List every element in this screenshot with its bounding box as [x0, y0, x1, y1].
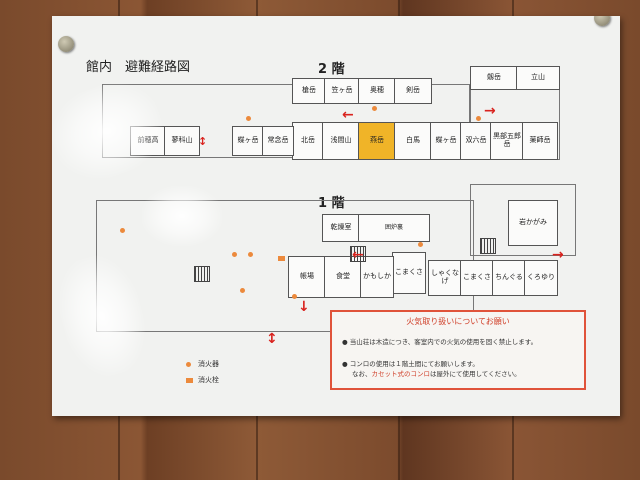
legend-label: 消火栓	[198, 376, 219, 384]
exit-arrow-icon: ↕	[198, 135, 208, 148]
fire-extinguisher-marker	[476, 116, 481, 121]
notice-line: なお、カセット式のコンロは屋外にて使用してください。	[352, 368, 521, 378]
floor1-east-wing	[470, 184, 576, 256]
room-1f: 帳場	[288, 256, 326, 298]
exit-arrow-icon: ←	[342, 107, 354, 123]
fire-extinguisher-marker	[372, 106, 377, 111]
push-pin-icon	[58, 36, 74, 52]
floor2-label: 2 階	[318, 62, 345, 77]
stairs-icon	[194, 266, 210, 282]
room-1f: かもしか	[360, 256, 394, 298]
push-pin-icon	[594, 16, 610, 26]
fire-extinguisher-marker	[418, 242, 423, 247]
room-2f: 北岳	[292, 122, 324, 160]
fire-extinguisher-marker	[248, 252, 253, 257]
fire-extinguisher-marker	[232, 252, 237, 257]
exit-arrow-icon: ↓	[298, 299, 310, 315]
room-1f: こまくさ	[460, 260, 494, 296]
room-2f: 白馬	[394, 122, 432, 160]
room-2f: 薬師岳	[522, 122, 558, 160]
fire-extinguisher-marker	[246, 116, 251, 121]
evacuation-map-sheet: 館内 避難経路図 2 階 槍岳 笠ヶ岳 奥穂 剣岳 北岳 浅間山 燕岳 白馬 蝶…	[52, 16, 620, 416]
notice-title: 火気取り扱いについてお願い	[406, 317, 510, 326]
room-2f: 剣岳	[394, 78, 432, 104]
room-2f: 立山	[516, 66, 560, 90]
room-1f: 乾燥室	[322, 214, 360, 242]
room-1f: 食堂	[324, 256, 362, 298]
exit-arrow-icon: ↕	[266, 331, 278, 347]
exit-arrow-icon: →	[484, 103, 496, 119]
notice-line: ● 当山荘は木造につき、客室内での火気の使用を固く禁止します。	[342, 338, 538, 346]
room-1f: 岩かがみ	[508, 200, 558, 246]
map-title: 館内 避難経路図	[86, 60, 191, 75]
stairs-icon	[480, 238, 496, 254]
notice-line: ● コンロの使用は１階土間にてお願いします。	[342, 360, 479, 368]
notice-text: なお、	[352, 370, 372, 378]
room-2f: 前穂高	[130, 126, 166, 156]
room-1f: 囲炉裏	[358, 214, 430, 242]
notice-text: は屋外にて使用してください。	[430, 370, 521, 378]
notice-text: 当山荘は木造につき、客室内での火気の使用を固く禁止します。	[349, 338, 538, 346]
room-1f: こまくさ	[392, 252, 426, 294]
room-2f: 蝶ヶ岳	[232, 126, 264, 156]
fire-extinguisher-marker	[120, 228, 125, 233]
room-2f-highlighted: 燕岳	[358, 122, 396, 160]
room-2f: 常念岳	[262, 126, 294, 156]
notice-text: コンロの使用は１階土間にてお願いします。	[349, 360, 479, 368]
room-2f: 蓼科山	[164, 126, 200, 156]
legend-extinguisher-icon	[186, 362, 191, 367]
fire-hydrant-marker	[278, 256, 285, 261]
fire-safety-notice: 火気取り扱いについてお願い ● 当山荘は木造につき、客室内での火気の使用を固く禁…	[330, 310, 586, 390]
room-2f: 浅間山	[322, 122, 360, 160]
room-2f: 黒部五郎岳	[490, 122, 524, 160]
stairs-icon	[350, 246, 366, 262]
room-1f: しゃくなげ	[428, 260, 462, 296]
room-2f: 蝶ヶ岳	[430, 122, 462, 160]
fire-extinguisher-marker	[240, 288, 245, 293]
room-1f: ちんぐる	[492, 260, 526, 296]
fire-extinguisher-marker	[292, 294, 297, 299]
room-2f: 双六岳	[460, 122, 492, 160]
floor1-label: 1 階	[318, 196, 345, 211]
room-2f: 奥穂	[358, 78, 396, 104]
room-1f: くろゆり	[524, 260, 558, 296]
legend-label: 消火器	[198, 360, 219, 368]
room-2f: 槍岳	[292, 78, 326, 104]
notice-text-emphasis: カセット式のコンロ	[371, 370, 431, 378]
exit-arrow-icon: →	[552, 247, 564, 263]
exit-arrow-icon: ←	[352, 247, 364, 263]
legend-hydrant-icon	[186, 378, 193, 383]
room-2f: 笠ヶ岳	[324, 78, 360, 104]
room-2f: 劔岳	[470, 66, 518, 90]
